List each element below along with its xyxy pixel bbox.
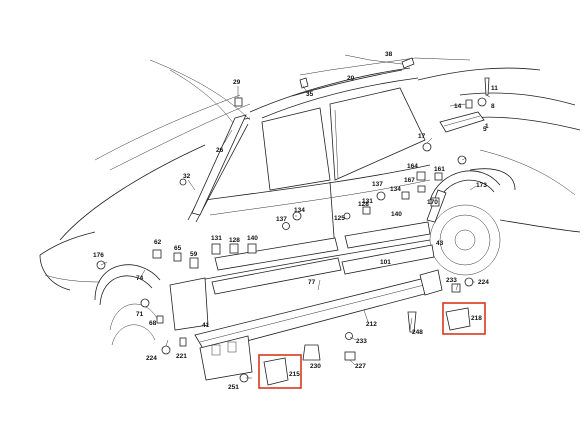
callout-32: 32 bbox=[183, 173, 191, 180]
callout-131-left: 131 bbox=[211, 235, 222, 242]
callout-134-top: 134 bbox=[390, 186, 401, 193]
callout-68: 68 bbox=[149, 320, 157, 327]
callout-1: 1 bbox=[485, 123, 489, 130]
callout-131-right: 131 bbox=[362, 198, 373, 205]
callout-11: 11 bbox=[491, 85, 498, 92]
roof-trim bbox=[191, 57, 485, 216]
callout-248: 248 bbox=[412, 329, 423, 336]
callout-62: 62 bbox=[154, 239, 162, 246]
callout-77: 77 bbox=[308, 279, 316, 286]
callout-71: 71 bbox=[136, 311, 144, 318]
callout-29: 29 bbox=[233, 79, 241, 86]
callout-218: 218 bbox=[471, 315, 482, 322]
callout-43: 43 bbox=[436, 240, 444, 247]
callout-59: 59 bbox=[190, 251, 198, 258]
callout-5: 5 bbox=[483, 126, 487, 133]
leader-lines bbox=[100, 54, 491, 379]
callout-41: 41 bbox=[202, 322, 210, 329]
callout-140-left: 140 bbox=[247, 235, 258, 242]
sill-panel bbox=[194, 269, 443, 381]
highlight-box-215[interactable] bbox=[258, 354, 302, 389]
callout-176: 176 bbox=[93, 252, 104, 259]
rear-wheel bbox=[429, 168, 516, 276]
callout-134-mid: 134 bbox=[294, 207, 305, 214]
callout-65: 65 bbox=[174, 245, 182, 252]
callout-233-bottom: 233 bbox=[356, 338, 367, 345]
callout-227: 227 bbox=[355, 363, 366, 370]
callout-233-right: 233 bbox=[446, 277, 457, 284]
clips-and-fasteners bbox=[96, 77, 490, 386]
callout-224-right: 224 bbox=[478, 279, 489, 286]
callout-251: 251 bbox=[228, 384, 239, 391]
highlight-218[interactable]: 218 bbox=[442, 302, 486, 335]
callout-14: 14 bbox=[454, 103, 462, 110]
callout-164: 164 bbox=[407, 163, 418, 170]
callout-labels: 38 20 35 29 26 32 11 8 14 5 17 164 161 1… bbox=[93, 51, 498, 391]
callout-167: 167 bbox=[404, 177, 415, 184]
callout-224-left: 224 bbox=[146, 355, 157, 362]
callout-128-left: 128 bbox=[229, 237, 240, 244]
callout-26: 26 bbox=[216, 147, 224, 154]
highlight-215[interactable]: 215 bbox=[258, 354, 302, 389]
callout-35: 35 bbox=[306, 91, 314, 98]
front-wheel bbox=[94, 264, 161, 346]
highlight-box-218[interactable] bbox=[442, 302, 486, 335]
callout-128-right: 128 bbox=[358, 201, 369, 208]
callout-173: 173 bbox=[476, 182, 487, 189]
callout-221: 221 bbox=[176, 353, 187, 360]
callout-140-right: 140 bbox=[391, 211, 402, 218]
callout-17: 17 bbox=[418, 133, 426, 140]
callout-230: 230 bbox=[310, 363, 321, 370]
callout-101: 101 bbox=[380, 259, 391, 266]
callout-161: 161 bbox=[434, 166, 445, 173]
callout-38: 38 bbox=[385, 51, 393, 58]
callout-170: 170 bbox=[427, 199, 438, 206]
door-moldings bbox=[169, 189, 447, 331]
callout-137-mid: 137 bbox=[276, 216, 287, 223]
callout-8: 8 bbox=[491, 103, 495, 110]
callout-137-top: 137 bbox=[372, 181, 383, 188]
callout-20: 20 bbox=[347, 75, 355, 82]
callout-74: 74 bbox=[136, 275, 144, 282]
callout-212: 212 bbox=[366, 321, 377, 328]
callout-215: 215 bbox=[289, 371, 300, 378]
callout-125: 125 bbox=[334, 215, 345, 222]
